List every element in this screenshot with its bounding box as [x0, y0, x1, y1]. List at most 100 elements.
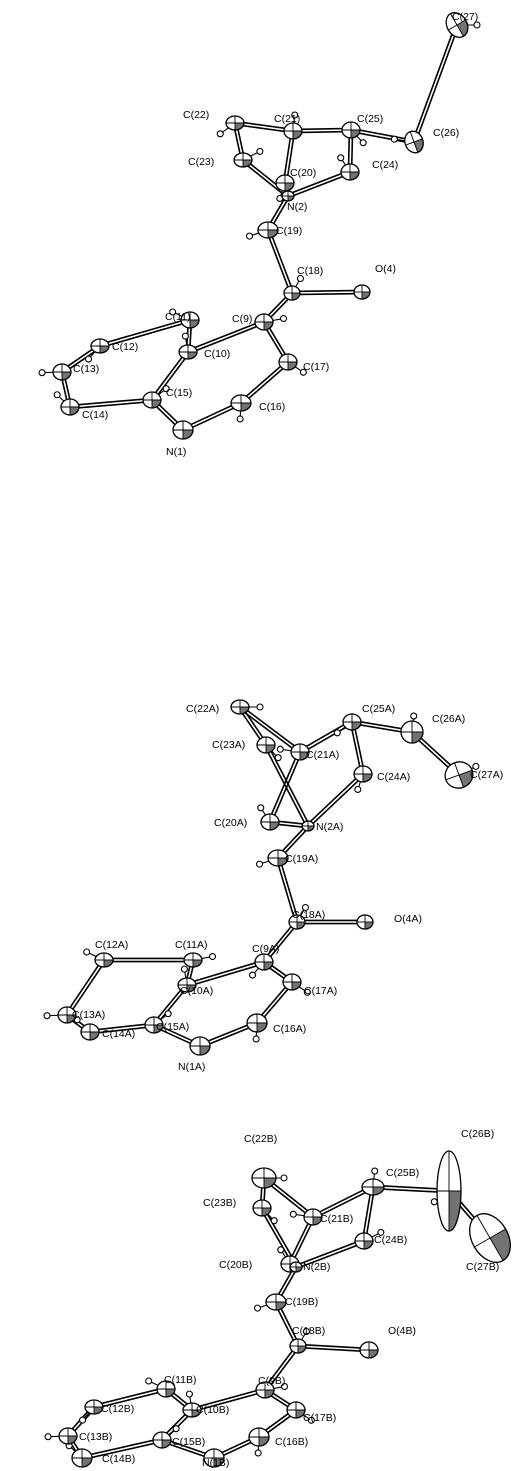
hydrogen-C26A: [410, 712, 418, 720]
bond-C25B-C24B-edge: [364, 1186, 376, 1243]
atom-C20A: [260, 813, 280, 831]
atom-O4A: [356, 914, 374, 930]
hydrogen-C18: [296, 274, 305, 283]
bond-C15-C10-edge: [149, 350, 188, 400]
atom-label: C(22B): [244, 1133, 277, 1145]
atom-C24A: [353, 765, 373, 783]
ellipsoid-octant: [449, 1191, 461, 1231]
atom-label: C(16B): [275, 1436, 308, 1448]
atom-label: C(27A): [470, 769, 503, 781]
hydrogen-C12A: [83, 948, 91, 956]
atom-label: C(24): [372, 159, 398, 171]
atom-C19A: [267, 849, 289, 867]
atom-C16: [230, 394, 252, 412]
atom-C15B: [152, 1431, 172, 1449]
bond-C11-C12-edge: [99, 320, 192, 349]
atom-C17B: [286, 1401, 306, 1419]
ellipsoid-octant: [412, 732, 423, 743]
bond-layer: [59, 23, 493, 1461]
atom-label: C(20): [290, 167, 316, 179]
bond-C25-C21: [292, 127, 352, 131]
hydrogen-C14: [53, 391, 61, 399]
ellipsoid-octant: [292, 293, 300, 300]
bond-C23-N2: [241, 160, 288, 199]
hydrogen-C26B: [430, 1198, 438, 1206]
atom-C9A: [254, 953, 274, 971]
atom-label: C(19A): [285, 853, 318, 865]
hydrogen-C27A: [472, 762, 480, 770]
ellipsoid-octant: [62, 372, 71, 380]
atom-C13B: [58, 1427, 78, 1445]
bond-C25B-C24B: [361, 1185, 373, 1242]
atom-C26A: [400, 720, 424, 744]
hydrogen-C15B: [172, 1425, 180, 1433]
bond-C12A-C13A: [64, 958, 104, 1015]
ellipsoid-octant: [373, 1187, 384, 1195]
ellipsoid-octant: [152, 400, 161, 408]
ellipsoid-octant: [288, 196, 294, 201]
bond-C14B-C15B-edge: [80, 1437, 163, 1458]
ellipsoid-octant: [414, 138, 424, 153]
atom-label: C(26A): [432, 713, 465, 725]
atom-label: C(9): [232, 313, 252, 325]
bond-C16-N1-edge: [182, 403, 243, 433]
bond-C25B-C21B: [311, 1184, 374, 1217]
atom-C14A: [80, 1023, 100, 1041]
hydrogen-C13: [38, 369, 46, 377]
hydrogen-C19A: [255, 860, 264, 868]
atom-label: C(27B): [466, 1261, 499, 1273]
bond-C18B-C9B-edge: [265, 1346, 301, 1392]
ellipsoid-octant: [276, 1302, 286, 1310]
atom-label: C(17B): [303, 1412, 336, 1424]
atom-label: C(11B): [164, 1374, 196, 1386]
ellipsoid-octant: [459, 770, 473, 788]
atom-C15: [142, 391, 162, 409]
atom-C9: [254, 313, 274, 331]
hydrogen-C17A: [303, 988, 311, 996]
atom-C11B: [156, 1380, 176, 1398]
bond-C25-C21-edge: [292, 130, 352, 134]
hydrogen-C12: [84, 355, 93, 363]
atom-N2B: [289, 1261, 303, 1273]
bond-C14B-C15B: [81, 1440, 164, 1461]
atom-label: C(10A): [180, 985, 213, 997]
bond-C26B-C25B-edge: [372, 1187, 450, 1194]
atom-C21: [283, 122, 303, 140]
bond-C23A-N2A: [263, 744, 308, 828]
hydrogen-C21A: [276, 745, 284, 753]
atom-C16A: [246, 1013, 268, 1033]
bond-C19A-C18A-edge: [278, 856, 300, 923]
atom-C15A: [144, 1016, 164, 1034]
atom-label: C(19): [276, 225, 302, 237]
hydrogen-C13A: [43, 1012, 51, 1020]
ellipsoid-octant: [365, 922, 373, 929]
atom-label: C(13A): [72, 1009, 105, 1021]
ellipsoid-octant: [300, 752, 309, 760]
bond-C24A-N2A-edge: [308, 774, 365, 828]
ellipsoid-octant: [278, 858, 288, 866]
atom-C27A: [444, 761, 474, 789]
ellipsoid-octant: [265, 1390, 274, 1398]
atom-C12B: [84, 1399, 104, 1415]
bond-C21-C20: [282, 129, 293, 184]
ellipsoid-octant: [183, 430, 193, 439]
bond-C25A-C24A-edge: [352, 720, 366, 775]
bond-C25B-C21B-edge: [312, 1187, 375, 1220]
ellipsoid-octant: [100, 346, 109, 353]
ellipsoid-octant: [235, 123, 244, 130]
hydrogen-bond-layer: [38, 21, 491, 1459]
ellipsoid-octant: [490, 1229, 511, 1261]
bond-C18-O4-edge: [291, 289, 363, 293]
atom-N1B: [203, 1448, 225, 1468]
hydrogen-C24B: [377, 1228, 385, 1236]
atom-C16B: [248, 1427, 270, 1447]
bond-C11-C12: [98, 317, 191, 346]
atom-N2: [281, 190, 295, 202]
atom-label: C(20B): [219, 1259, 252, 1271]
label-layer: C(27)C(22)C(21)C(25)C(26)C(23)C(20)C(24)…: [72, 11, 503, 1469]
atom-C19B: [265, 1293, 287, 1311]
atom-label: O(4B): [388, 1325, 416, 1337]
atom-C10B: [182, 1402, 202, 1418]
bond-C18B-C9B: [262, 1344, 298, 1390]
ellipsoid-octant: [350, 172, 359, 180]
